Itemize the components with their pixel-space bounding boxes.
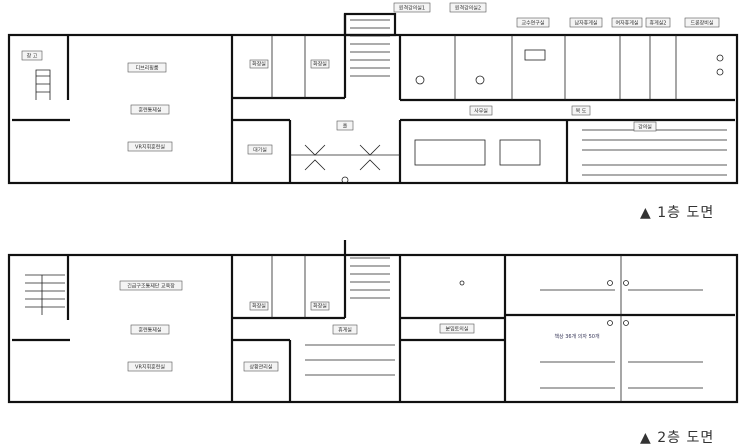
room-label-men-lounge: 남자휴게실 xyxy=(574,20,597,27)
room-label-wc-m: 화장실 xyxy=(252,61,266,68)
room-label-edu: 긴급구조통제단 교육장 xyxy=(127,283,175,290)
floor-1-caption: ▲ 1층 도면 xyxy=(640,205,715,221)
floor-2-caption: ▲ 2층 도면 xyxy=(640,430,715,446)
room-label-control-2f: 훈련통제실 xyxy=(138,327,161,334)
room-label-lounge-2f: 휴게실 xyxy=(338,327,352,334)
room-label-drone: 드론장비실 xyxy=(690,20,713,27)
room-label-situation: 상황관리실 xyxy=(249,364,272,371)
floor-1-plan: 창 고 디브리핑룸 훈련통제실 VR지휘훈련실 대기실 홀 원격강의실1 원격강… xyxy=(7,2,739,185)
room-label-professor: 교수연구실 xyxy=(521,20,544,27)
room-label-wc-m-2f: 화장실 xyxy=(252,303,266,310)
room-label-discussion: 분임토의실 xyxy=(445,326,468,333)
room-label-remote2: 원격강의실2 xyxy=(455,5,481,12)
room-label-control: 훈련통제실 xyxy=(138,107,161,114)
room-label-lounge2: 휴게실2 xyxy=(650,20,667,27)
room-label-vr: VR지휘훈련실 xyxy=(135,144,165,151)
room-label-debriefing: 디브리핑룸 xyxy=(135,65,158,72)
room-label-women-lounge: 여자휴게실 xyxy=(615,20,638,27)
room-label-vr-2f: VR지휘훈련실 xyxy=(135,364,165,371)
room-label-wc-w: 화장실 xyxy=(313,61,327,68)
room-label-wc-w-2f: 화장실 xyxy=(313,303,327,310)
floor-2-plan: 긴급구조통제단 교육장 훈련통제실 VR지휘훈련실 상황관리실 휴게실 분임토의… xyxy=(7,240,739,404)
room-label-waiting: 대기실 xyxy=(253,147,267,154)
room-label-corridor: 복 도 xyxy=(576,109,587,115)
room-label-storage: 창 고 xyxy=(27,53,38,60)
room-label-hall: 홀 xyxy=(343,123,348,130)
room-label-office: 사무실 xyxy=(474,108,488,115)
room-label-remote1: 원격강의실1 xyxy=(399,5,425,12)
room-label-lecture: 강의실 xyxy=(638,124,652,131)
furniture-note: 책상 36개 의자 50개 xyxy=(554,333,599,340)
